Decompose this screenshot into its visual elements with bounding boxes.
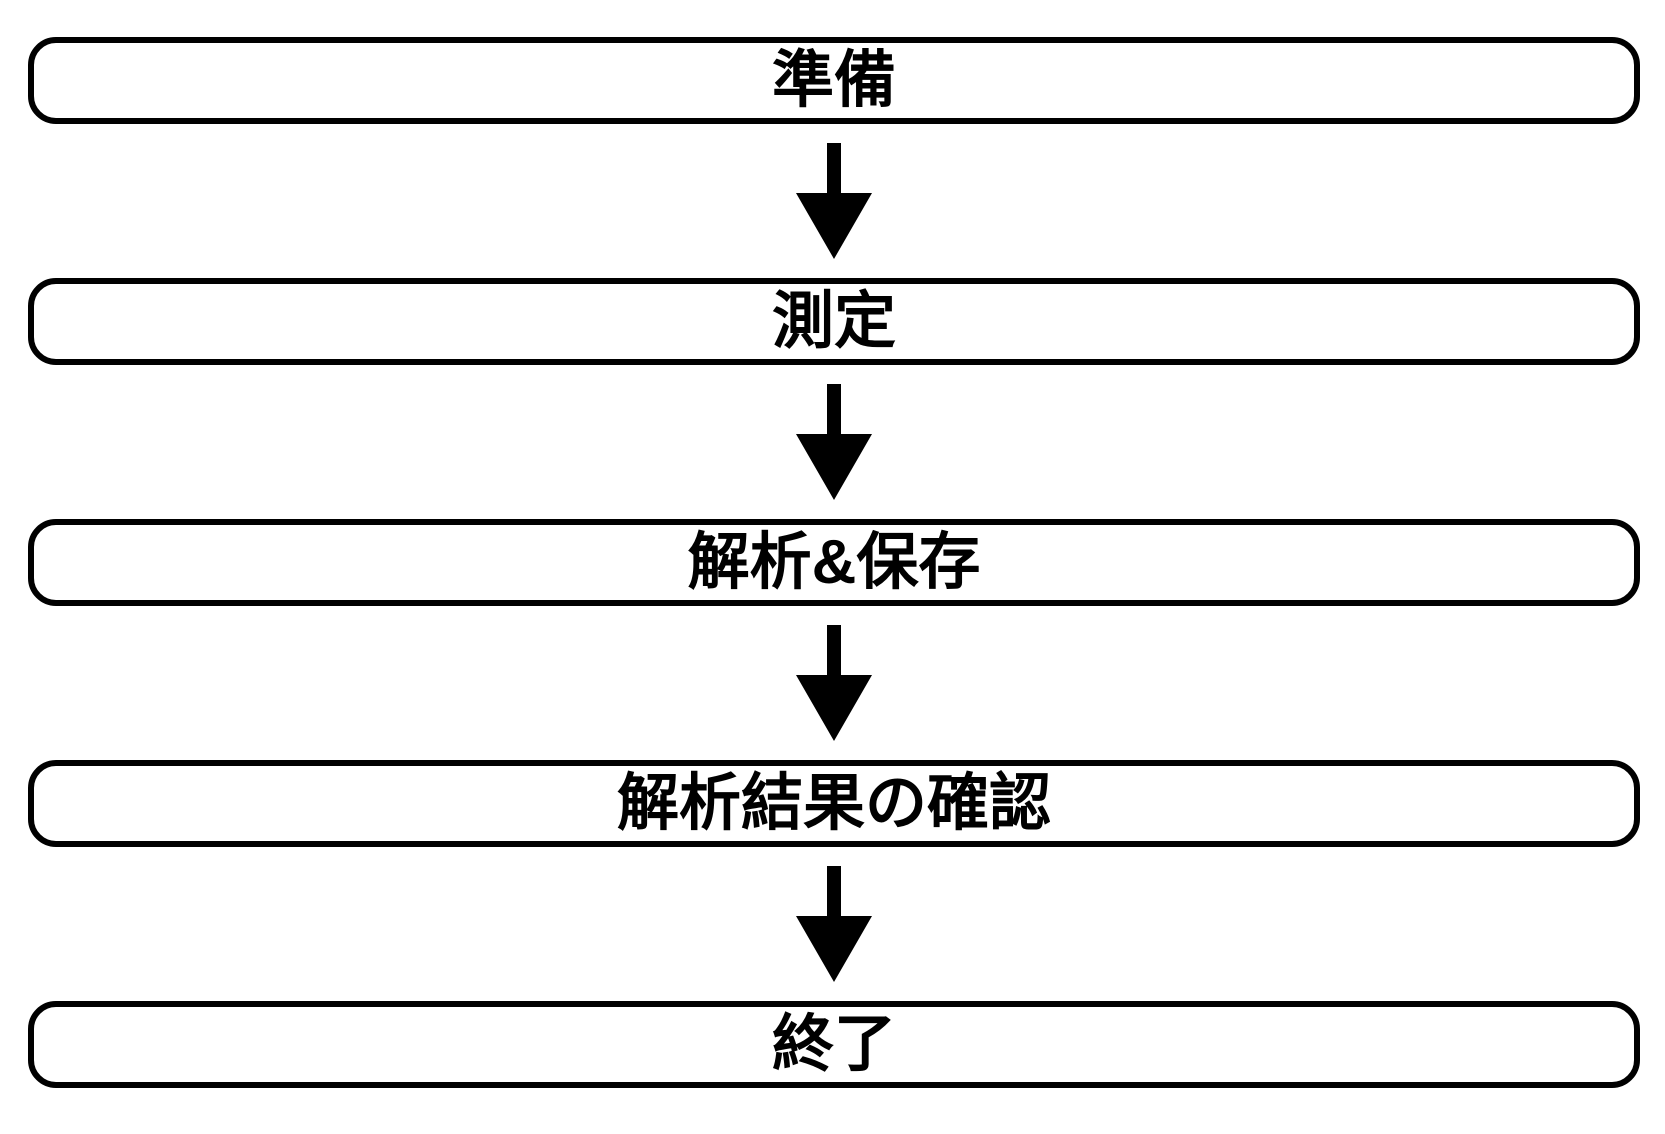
arrow-down-icon xyxy=(796,625,872,741)
flow-node-label: 解析結果の確認 xyxy=(616,768,1051,838)
flow-node-label: 終了 xyxy=(771,1009,896,1079)
flow-node-step-1: 準備 xyxy=(28,37,1640,124)
arrow-head xyxy=(796,434,872,500)
arrow-stem xyxy=(827,625,841,681)
flow-connector-2-3 xyxy=(28,365,1640,519)
flow-node-label: 測定 xyxy=(771,286,896,356)
flow-node-step-3: 解析&保存 xyxy=(28,519,1640,606)
arrow-down-icon xyxy=(796,866,872,982)
arrow-stem xyxy=(827,866,841,922)
flow-connector-4-5 xyxy=(28,847,1640,1001)
arrow-down-icon xyxy=(796,143,872,259)
arrow-down-icon xyxy=(796,384,872,500)
arrow-stem xyxy=(827,384,841,440)
flow-node-label: 解析&保存 xyxy=(687,527,981,597)
flow-connector-1-2 xyxy=(28,124,1640,278)
arrow-stem xyxy=(827,143,841,199)
flow-node-step-5: 終了 xyxy=(28,1001,1640,1088)
flow-node-step-4: 解析結果の確認 xyxy=(28,760,1640,847)
arrow-head xyxy=(796,916,872,982)
arrow-head xyxy=(796,193,872,259)
flow-node-label: 準備 xyxy=(771,45,896,115)
flow-node-step-2: 測定 xyxy=(28,278,1640,365)
flow-connector-3-4 xyxy=(28,606,1640,760)
arrow-head xyxy=(796,675,872,741)
